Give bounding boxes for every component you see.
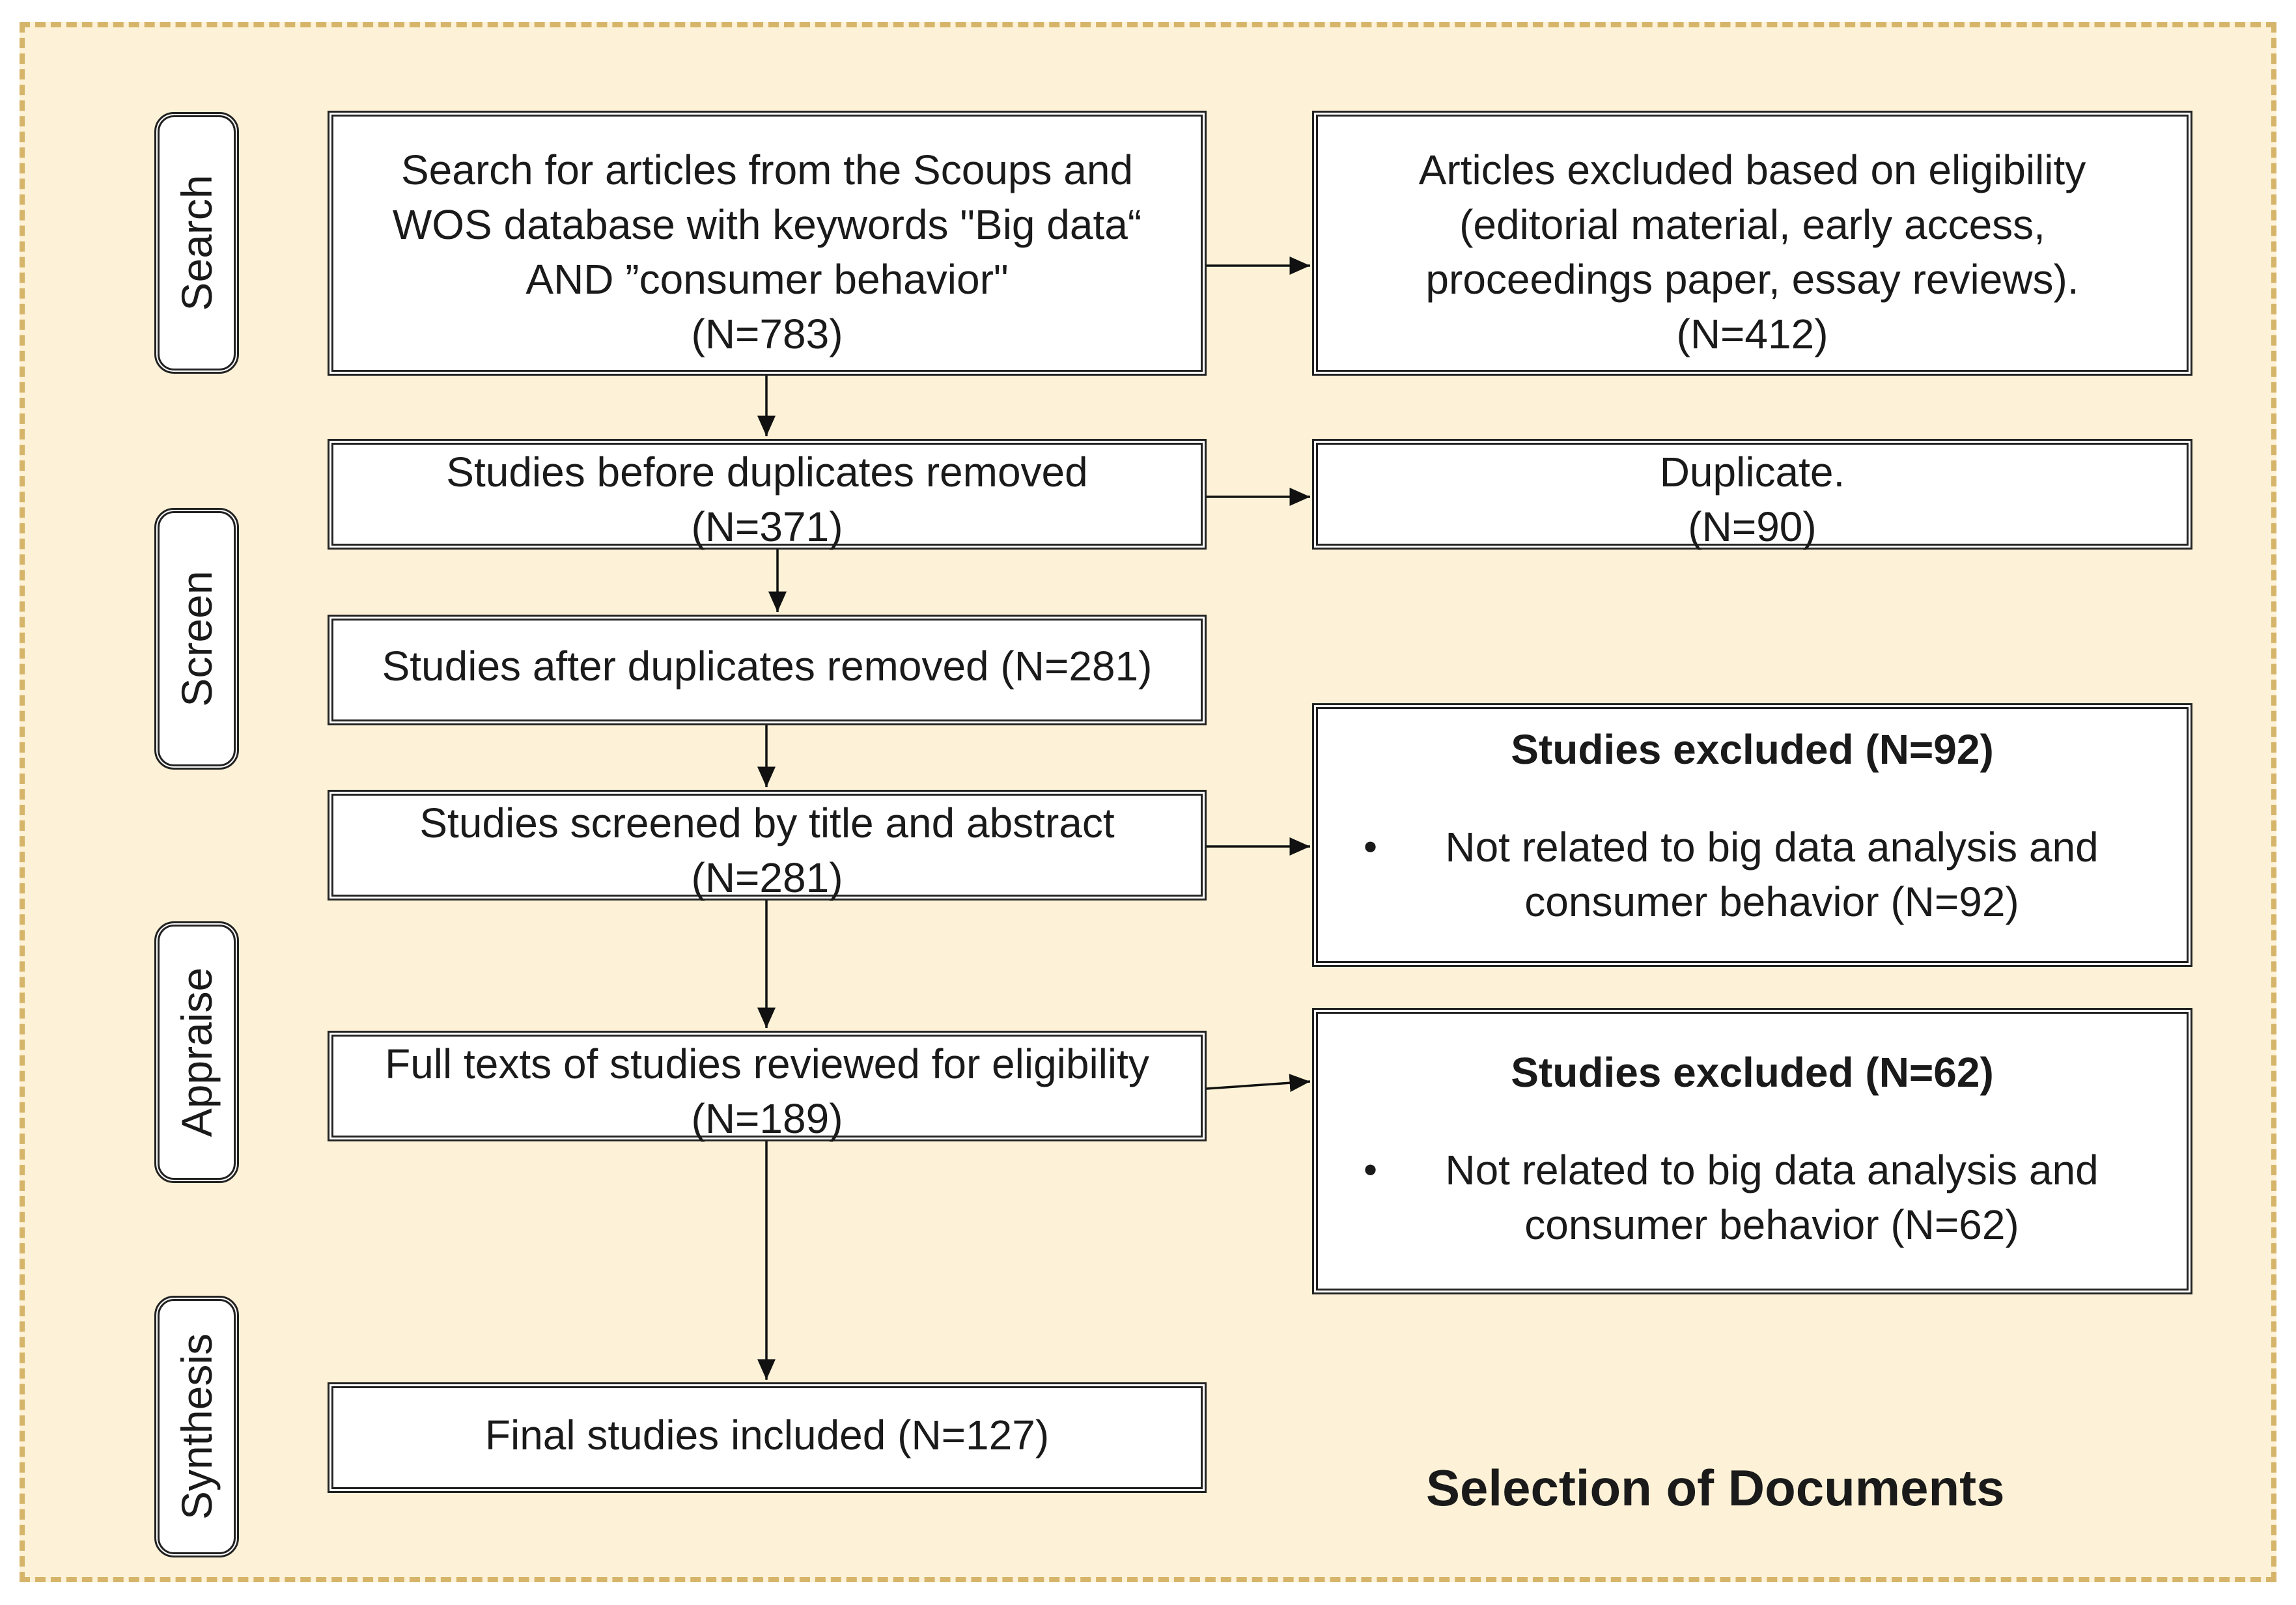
excluded-eligibility-line2: (editorial material, early access,	[1459, 201, 2045, 248]
excluded-screen-heading: Studies excluded (N=92)	[1511, 726, 1994, 773]
bullet-icon: •	[1364, 825, 1378, 869]
excluded-fulltext-box: Studies excluded (N=62) • Not related to…	[1312, 1008, 2192, 1294]
excluded-fulltext-bullet-line1: Not related to big data analysis and	[1445, 1147, 2099, 1193]
search-box-count: (N=783)	[691, 311, 843, 357]
duplicate-count: (N=90)	[1688, 503, 1817, 550]
search-box: Search for articles from the Scoups and …	[328, 111, 1207, 376]
search-box-line3: AND ”consumer behavior"	[525, 256, 1009, 303]
screened-box: Studies screened by title and abstract (…	[328, 790, 1207, 901]
before-duplicates-box: Studies before duplicates removed (N=371…	[328, 439, 1207, 550]
excluded-eligibility-box: Articles excluded based on eligibility (…	[1312, 111, 2192, 376]
final-box: Final studies included (N=127)	[328, 1382, 1207, 1493]
after-duplicates-label: Studies after duplicates removed (N=281)	[382, 643, 1153, 690]
excluded-fulltext-bullet-line2: consumer behavior (N=62)	[1524, 1201, 2019, 1248]
excluded-eligibility-line1: Articles excluded based on eligibility	[1418, 147, 2086, 193]
duplicate-label: Duplicate.	[1659, 449, 1845, 495]
full-texts-box: Full texts of studies reviewed for eligi…	[328, 1031, 1207, 1142]
excluded-screen-bullet-line2: consumer behavior (N=92)	[1524, 878, 2019, 925]
excluded-fulltext-bullet: • Not related to big data analysis and c…	[1318, 1143, 2187, 1252]
stage-appraise: Appraise	[154, 921, 239, 1183]
screened-label: Studies screened by title and abstract	[419, 800, 1115, 846]
excluded-fulltext-heading: Studies excluded (N=62)	[1511, 1049, 1994, 1096]
excluded-eligibility-count: (N=412)	[1676, 311, 1828, 357]
before-duplicates-label: Studies before duplicates removed	[446, 449, 1088, 495]
stage-search: Search	[154, 112, 239, 374]
stage-screen: Screen	[154, 508, 239, 770]
before-duplicates-count: (N=371)	[691, 503, 843, 550]
full-texts-label: Full texts of studies reviewed for eligi…	[385, 1040, 1149, 1087]
bullet-icon: •	[1364, 1148, 1378, 1192]
excluded-screen-bullet: • Not related to big data analysis and c…	[1318, 820, 2187, 929]
full-texts-count: (N=189)	[691, 1095, 843, 1142]
excluded-screen-bullet-line1: Not related to big data analysis and	[1445, 824, 2099, 871]
duplicate-box: Duplicate. (N=90)	[1312, 439, 2192, 550]
stage-synthesis: Synthesis	[154, 1296, 239, 1557]
screened-count: (N=281)	[691, 854, 843, 901]
diagram-title: Selection of Documents	[1426, 1459, 2005, 1516]
arrow-fulltext-to-excluded	[1206, 1074, 1311, 1093]
search-box-line1: Search for articles from the Scoups and	[400, 147, 1134, 193]
after-duplicates-box: Studies after duplicates removed (N=281)	[328, 615, 1207, 725]
excluded-screen-box: Studies excluded (N=92) • Not related to…	[1312, 703, 2192, 967]
search-box-line2: WOS database with keywords "Big data“	[392, 201, 1142, 248]
excluded-eligibility-line3: proceedings paper, essay reviews).	[1425, 256, 2079, 303]
final-label: Final studies included (N=127)	[484, 1412, 1050, 1458]
